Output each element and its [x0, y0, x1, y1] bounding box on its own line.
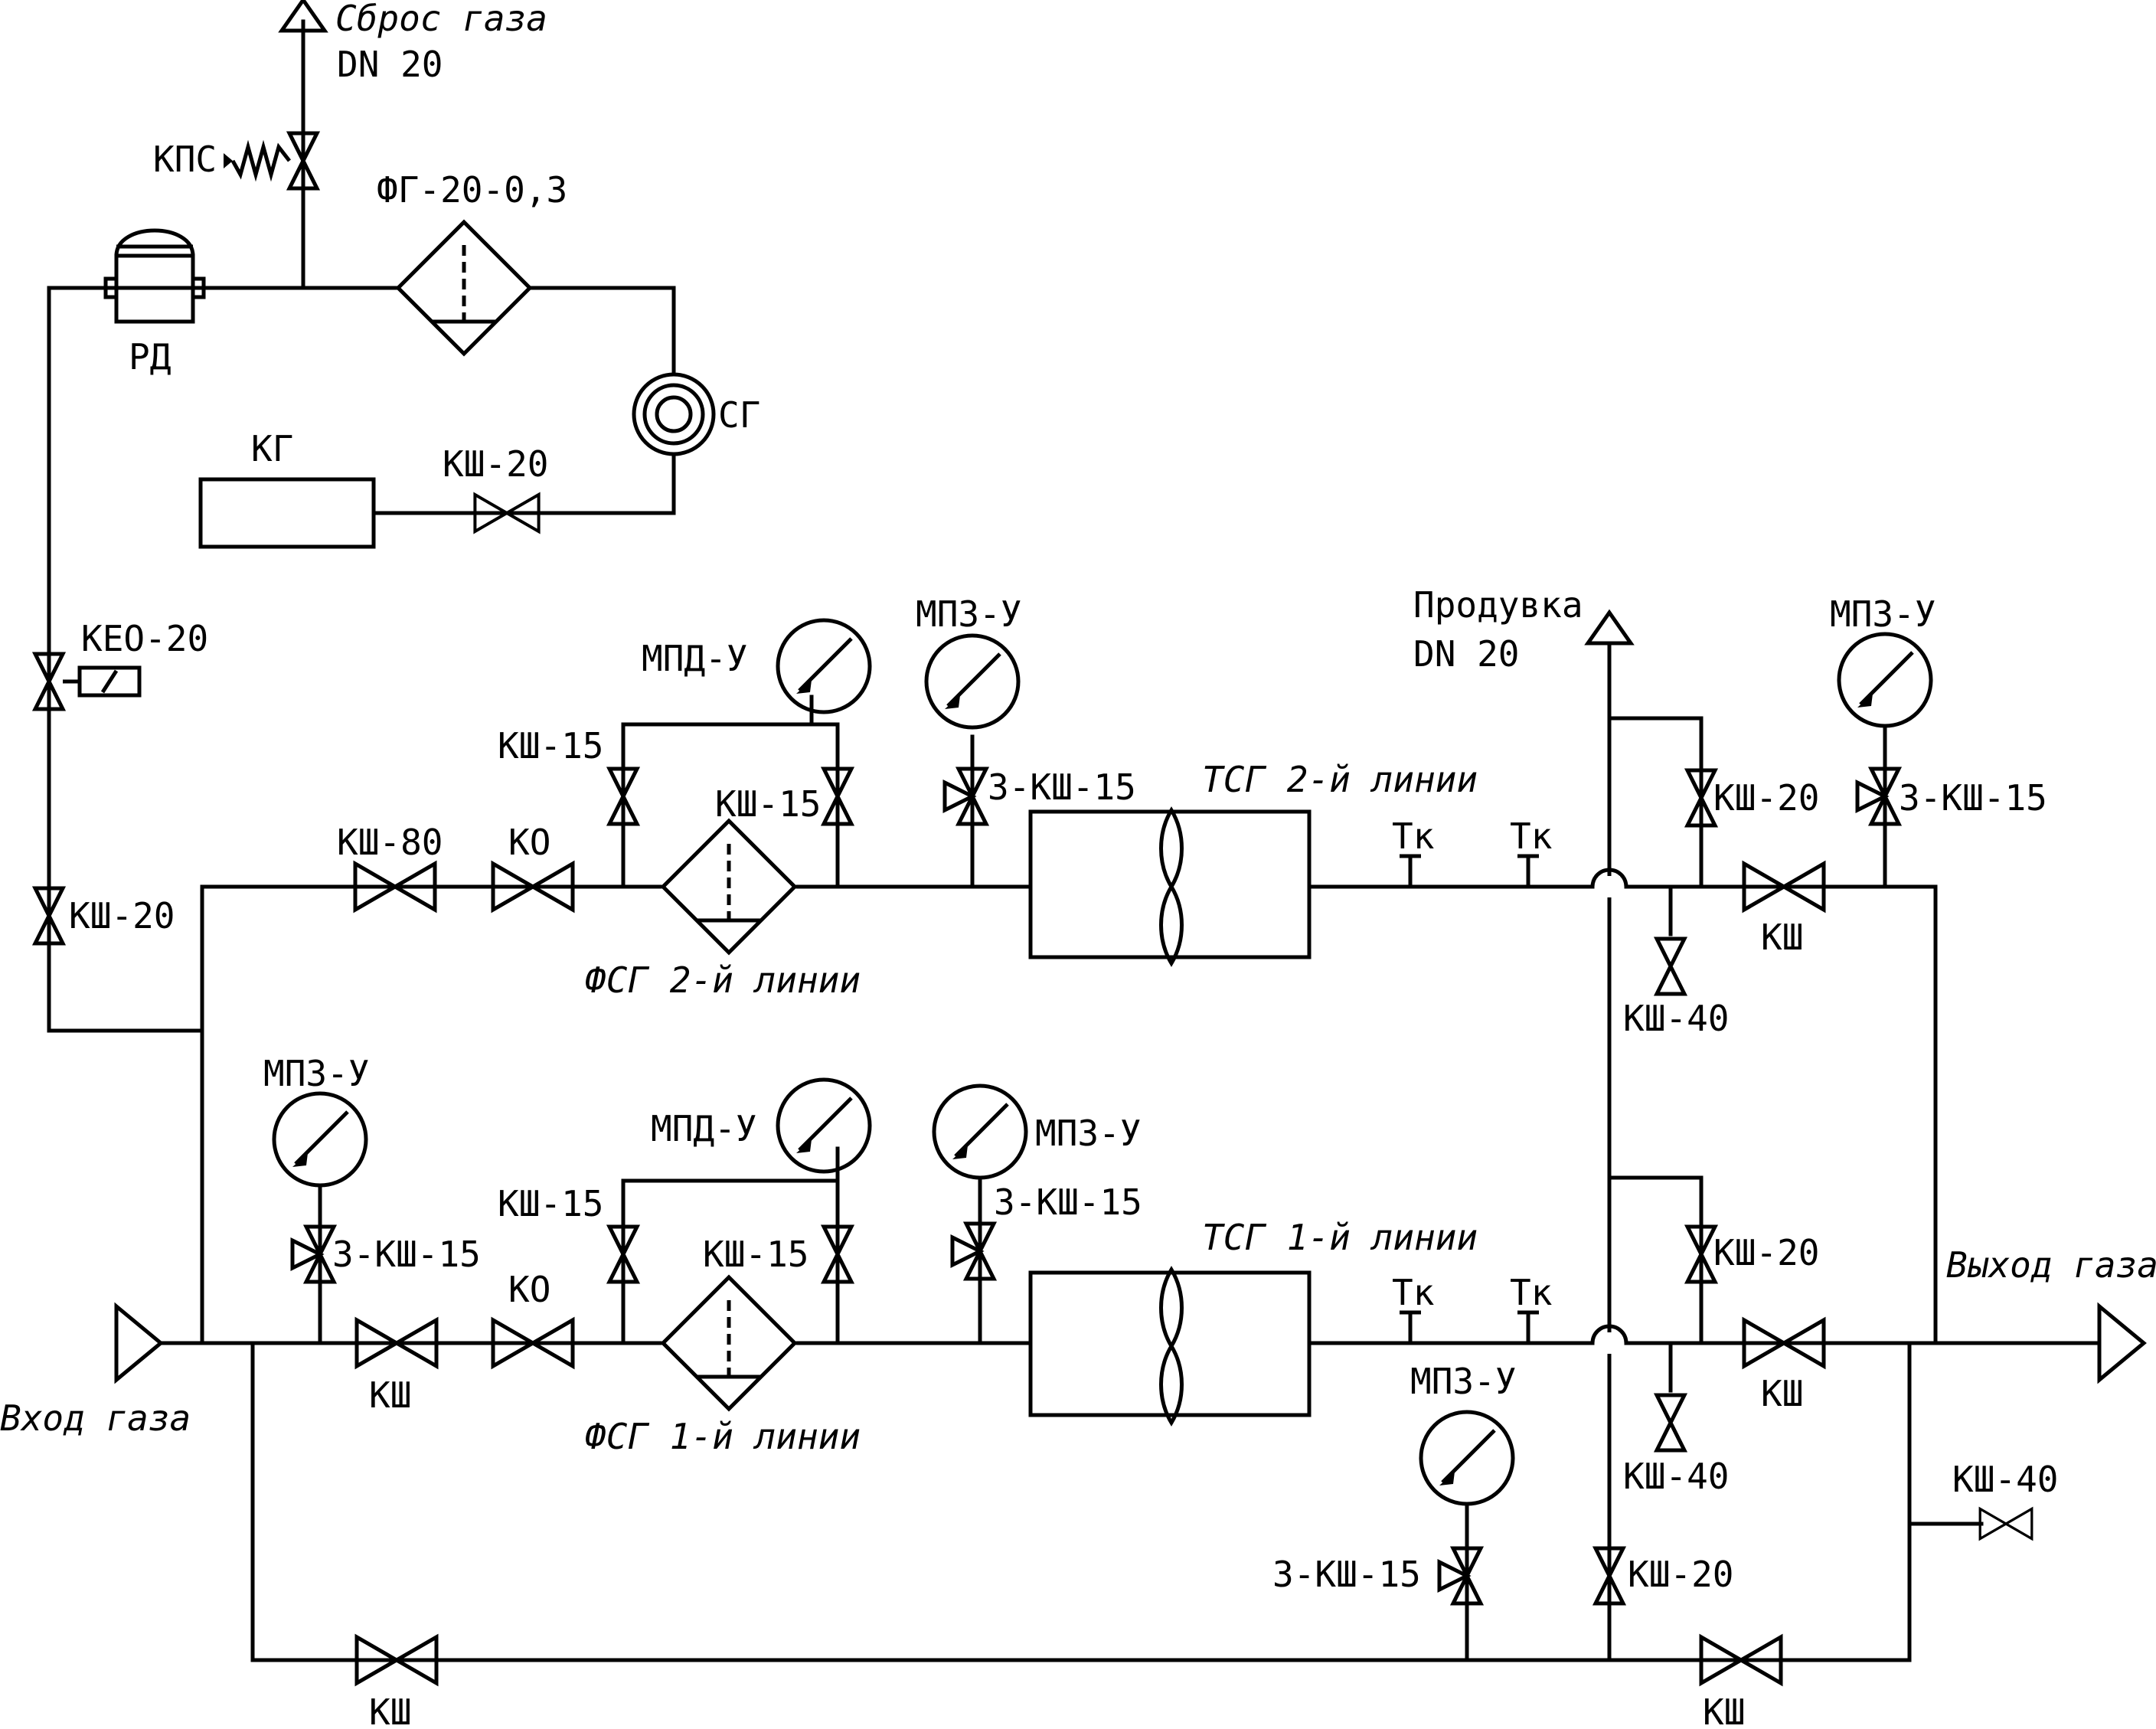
tk-tap-3	[1400, 1312, 1421, 1343]
label-mpz-bypass: МПЗ-У	[1410, 1361, 1516, 1402]
label-purge-dn: DN 20	[1413, 633, 1519, 675]
label-keo: КЕО-20	[81, 618, 208, 659]
gas-meter-sg-icon[interactable]	[632, 372, 716, 456]
ksh40-right-valve[interactable]	[1978, 1507, 2034, 1541]
label-tsg2: ТСГ 2-й линии	[1202, 759, 1478, 800]
label-z-ksh15-top: 3-КШ-15	[988, 766, 1136, 808]
gas-inlet-triangle-icon	[116, 1306, 161, 1380]
label-ksh80: КШ-80	[337, 822, 443, 863]
gas-filter-fg[interactable]	[398, 222, 530, 354]
label-ksh20-left: КШ-20	[69, 895, 175, 936]
z-ksh15-top-r-valve[interactable]	[1857, 769, 1899, 824]
label-rd: РД	[129, 336, 171, 378]
main-inlet-header	[116, 884, 204, 1380]
label-ksh20-kg: КШ-20	[443, 443, 548, 485]
label-ko-top: КО	[508, 822, 550, 863]
label-ksh20-bot-r: КШ-20	[1713, 1232, 1819, 1273]
label-purge: Продувка	[1413, 584, 1583, 626]
tk-tap-1	[1400, 856, 1421, 887]
label-mpz-bot-left: МПЗ-У	[263, 1053, 369, 1094]
mpd-top-gauge-icon	[778, 620, 870, 712]
label-tk4: Тк	[1510, 1272, 1552, 1313]
solenoid-actuator-icon	[77, 665, 142, 698]
label-z-ksh15-bot-mid: 3-КШ-15	[994, 1182, 1142, 1223]
label-fsg2: ФСГ 2-й линии	[585, 959, 861, 1001]
gas-boiler-kg[interactable]	[198, 477, 376, 549]
label-gas-discharge: Сброс газа	[335, 0, 547, 39]
fsg2-filter[interactable]	[663, 821, 795, 953]
mpz-bot-mid-gauge-icon	[934, 1086, 1026, 1178]
ksh40-top-valve[interactable]	[1657, 939, 1684, 994]
label-ksh-bot-a: КШ	[369, 1374, 411, 1416]
label-fg: ФГ-20-0,3	[377, 169, 567, 211]
label-ksh-bypass-b: КШ	[1703, 1691, 1745, 1729]
z-ksh15-bot-mid-valve[interactable]	[952, 1224, 994, 1279]
label-mpz-top-mid: МПЗ-У	[916, 593, 1021, 635]
label-ksh40-right: КШ-40	[1952, 1459, 2058, 1500]
auxiliary-gas-line	[35, 0, 716, 1033]
label-kps: КПС	[153, 139, 217, 180]
label-ksh-bot-r: КШ	[1761, 1373, 1803, 1414]
label-mpd-bot: МПД-У	[651, 1108, 756, 1149]
label-ksh15-bot-a: КШ-15	[498, 1183, 603, 1224]
label-sg: СГ	[718, 394, 760, 436]
measuring-line-1	[200, 1080, 2144, 1450]
ksh40-bot-valve[interactable]	[1657, 1395, 1684, 1450]
label-ko-bot: КО	[508, 1269, 550, 1310]
fsg1-filter[interactable]	[663, 1277, 795, 1409]
label-z-ksh15-top-r: 3-КШ-15	[1899, 777, 2047, 819]
label-kg: КГ	[251, 428, 293, 469]
measuring-line-2	[200, 620, 1938, 994]
label-tsg1: ТСГ 1-й линии	[1202, 1217, 1478, 1258]
label-ksh-bypass-a: КШ	[369, 1691, 411, 1729]
gas-outlet-triangle-icon	[2099, 1306, 2144, 1380]
label-gas-out: Выход газа	[1946, 1244, 2156, 1286]
tk-tap-2	[1517, 856, 1539, 887]
mpz-bot-left-gauge-icon	[274, 1093, 366, 1185]
mpd-bot-gauge-icon	[778, 1080, 870, 1172]
label-tk1: Тк	[1392, 815, 1434, 857]
spring-icon	[230, 139, 291, 182]
z-ksh15-top-valve[interactable]	[945, 769, 986, 824]
label-ksh15-top-a: КШ-15	[498, 725, 603, 766]
label-ksh20-bypass: КШ-20	[1628, 1554, 1733, 1595]
label-tk3: Тк	[1392, 1272, 1434, 1313]
purge-vertical	[1588, 613, 1704, 1662]
bypass-line	[250, 1341, 2034, 1683]
label-ksh15-bot-b: КШ-15	[703, 1234, 808, 1275]
z-ksh15-bypass-valve[interactable]	[1439, 1548, 1481, 1603]
label-mpz-bot-mid: МПЗ-У	[1035, 1113, 1141, 1154]
mpz-top-right-gauge-icon	[1839, 634, 1931, 726]
purge-triangle-icon	[1588, 613, 1631, 643]
tk-tap-4	[1517, 1312, 1539, 1343]
mpz-top-mid-gauge-icon	[926, 636, 1018, 727]
label-gas-discharge-dn: DN 20	[337, 44, 443, 85]
label-ksh20-top-r: КШ-20	[1713, 777, 1819, 819]
pressure-regulator-rd[interactable]	[103, 228, 206, 324]
label-mpz-top-right: МПЗ-У	[1830, 593, 1936, 635]
label-mpd-top: МПД-У	[642, 638, 747, 679]
label-fsg1: ФСГ 1-й линии	[585, 1416, 861, 1457]
label-z-ksh15-bot-left: 3-КШ-15	[332, 1234, 481, 1275]
z-ksh15-bot-left-valve[interactable]	[292, 1227, 334, 1282]
label-ksh40-top: КШ-40	[1623, 998, 1729, 1039]
mpz-bypass-gauge-icon	[1421, 1412, 1513, 1504]
label-gas-in: Вход газа	[0, 1397, 191, 1439]
label-tk2: Тк	[1510, 815, 1552, 857]
label-ksh-top-r: КШ	[1761, 917, 1803, 958]
label-z-ksh15-bypass: 3-КШ-15	[1272, 1554, 1421, 1595]
label-ksh15-top-b: КШ-15	[715, 783, 821, 825]
label-ksh40-bot: КШ-40	[1623, 1456, 1729, 1497]
